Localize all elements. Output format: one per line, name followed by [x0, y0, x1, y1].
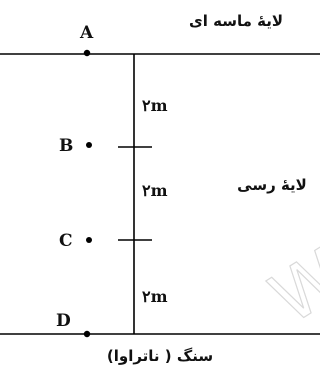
point-label-b: B — [59, 136, 73, 156]
layer-label-sand: لایهٔ ماسه ای — [189, 12, 283, 30]
point-label-a: A — [79, 23, 94, 43]
watermark-text: W — [256, 234, 320, 340]
point-c-marker — [86, 237, 92, 243]
spacing-label-cd: ۲m — [142, 287, 168, 306]
layer-label-rock: سنگ ( ناتراوا) — [107, 347, 213, 365]
spacing-label-ab: ۲m — [142, 96, 168, 115]
point-a-marker — [83, 49, 91, 57]
point-d-marker — [83, 330, 91, 338]
point-label-d: D — [56, 311, 71, 331]
layer-label-clay: لایهٔ رسی — [237, 176, 307, 194]
point-label-c: C — [59, 231, 73, 251]
spacing-label-bc: ۲m — [142, 181, 168, 200]
point-b-marker — [86, 142, 92, 148]
